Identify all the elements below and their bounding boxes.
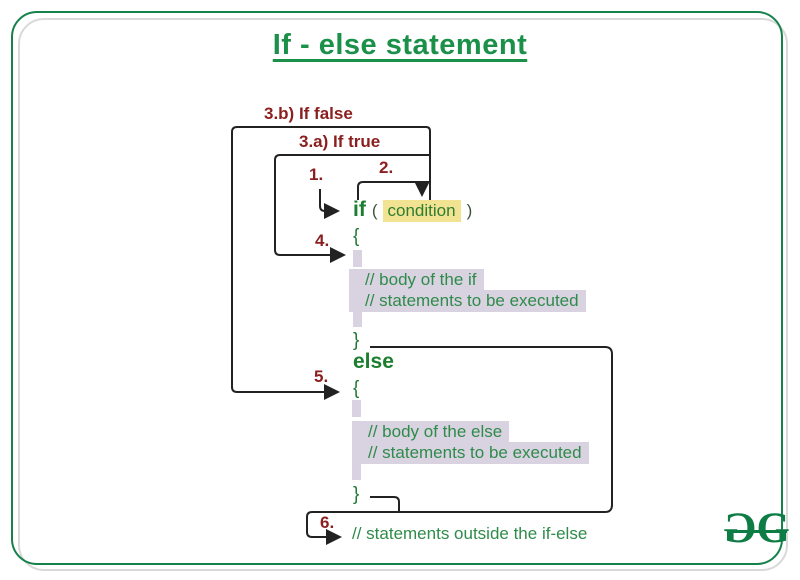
close-paren: ) xyxy=(466,201,473,220)
open-paren: ( xyxy=(371,201,378,220)
else-open-brace: { xyxy=(353,378,360,399)
else-keyword: else xyxy=(353,350,394,373)
label-step-2: 2. xyxy=(379,158,394,177)
if-keyword: if xyxy=(353,198,366,221)
label-step-4: 4. xyxy=(315,231,330,250)
condition-highlight: condition xyxy=(382,200,461,222)
if-open-brace: { xyxy=(353,226,360,247)
indent-placeholder-bar xyxy=(352,400,361,417)
label-step-6: 6. xyxy=(320,513,335,532)
code-if-statement: if ( condition ) xyxy=(353,198,472,222)
comment-if-statements: // statements to be executed xyxy=(349,290,586,312)
label-if-false: 3.b) If false xyxy=(264,104,353,123)
label-step-5: 5. xyxy=(314,367,329,386)
geeksforgeeks-logo: GG xyxy=(727,505,791,556)
logo-letter-g-mirrored: G xyxy=(727,505,757,552)
page-title: If - else statement xyxy=(0,29,800,62)
if-close-brace: } xyxy=(353,330,360,351)
indent-placeholder-bar xyxy=(353,310,362,327)
label-if-true: 3.a) If true xyxy=(299,132,381,151)
indent-placeholder-bar xyxy=(353,250,362,267)
else-close-brace: } xyxy=(353,484,360,505)
label-step-1: 1. xyxy=(309,165,324,184)
logo-crossbar xyxy=(728,530,787,533)
slide-border-frame xyxy=(11,11,783,565)
inner-shadow-frame xyxy=(18,18,788,571)
comment-if-body: // body of the if xyxy=(349,269,484,291)
comment-outside-if-else: // statements outside the if-else xyxy=(352,524,588,543)
comment-else-statements: // statements to be executed xyxy=(352,442,589,464)
indent-placeholder-bar xyxy=(352,463,361,480)
logo-letter-g: G xyxy=(756,505,790,552)
page-title-text: If - else statement xyxy=(272,29,528,61)
comment-else-body: // body of the else xyxy=(352,421,510,443)
